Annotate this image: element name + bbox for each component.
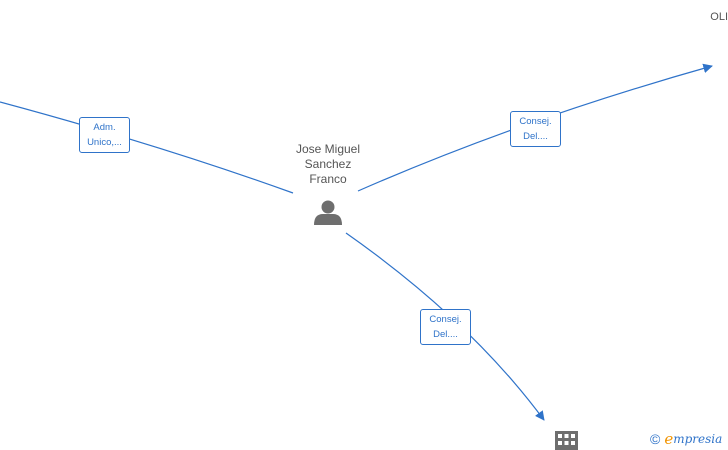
copyright-icon: © <box>650 431 661 447</box>
edge-label-line: Del.... <box>523 131 548 142</box>
person-name-line: Franco <box>309 172 347 186</box>
edge-label-consej-top[interactable]: Consej. Del.... <box>510 111 561 147</box>
logo-initial: e <box>664 430 674 448</box>
person-icon[interactable] <box>314 200 342 226</box>
edge-label-adm[interactable]: Adm. Unico,... <box>79 117 130 153</box>
empresia-brand: © e mpresia <box>650 430 722 448</box>
edge-adm[interactable] <box>0 101 294 194</box>
edge-label-line: Consej. <box>519 116 552 127</box>
person-name-label[interactable]: Jose Miguel Sanchez Franco <box>268 142 388 187</box>
edge-label-line: Unico,... <box>87 137 122 148</box>
edge-label-line: Del.... <box>433 329 458 340</box>
company-name-top-right[interactable]: OLI <box>710 11 728 23</box>
person-name-line: Sanchez <box>304 157 352 171</box>
logo-text: mpresia <box>673 432 723 446</box>
person-name-line: Jose Miguel <box>295 142 361 156</box>
building-icon[interactable] <box>555 431 578 450</box>
edge-label-line: Consej. <box>429 314 462 325</box>
edge-label-consej-bottom[interactable]: Consej. Del.... <box>420 309 471 345</box>
edge-label-line: Adm. <box>93 122 116 133</box>
